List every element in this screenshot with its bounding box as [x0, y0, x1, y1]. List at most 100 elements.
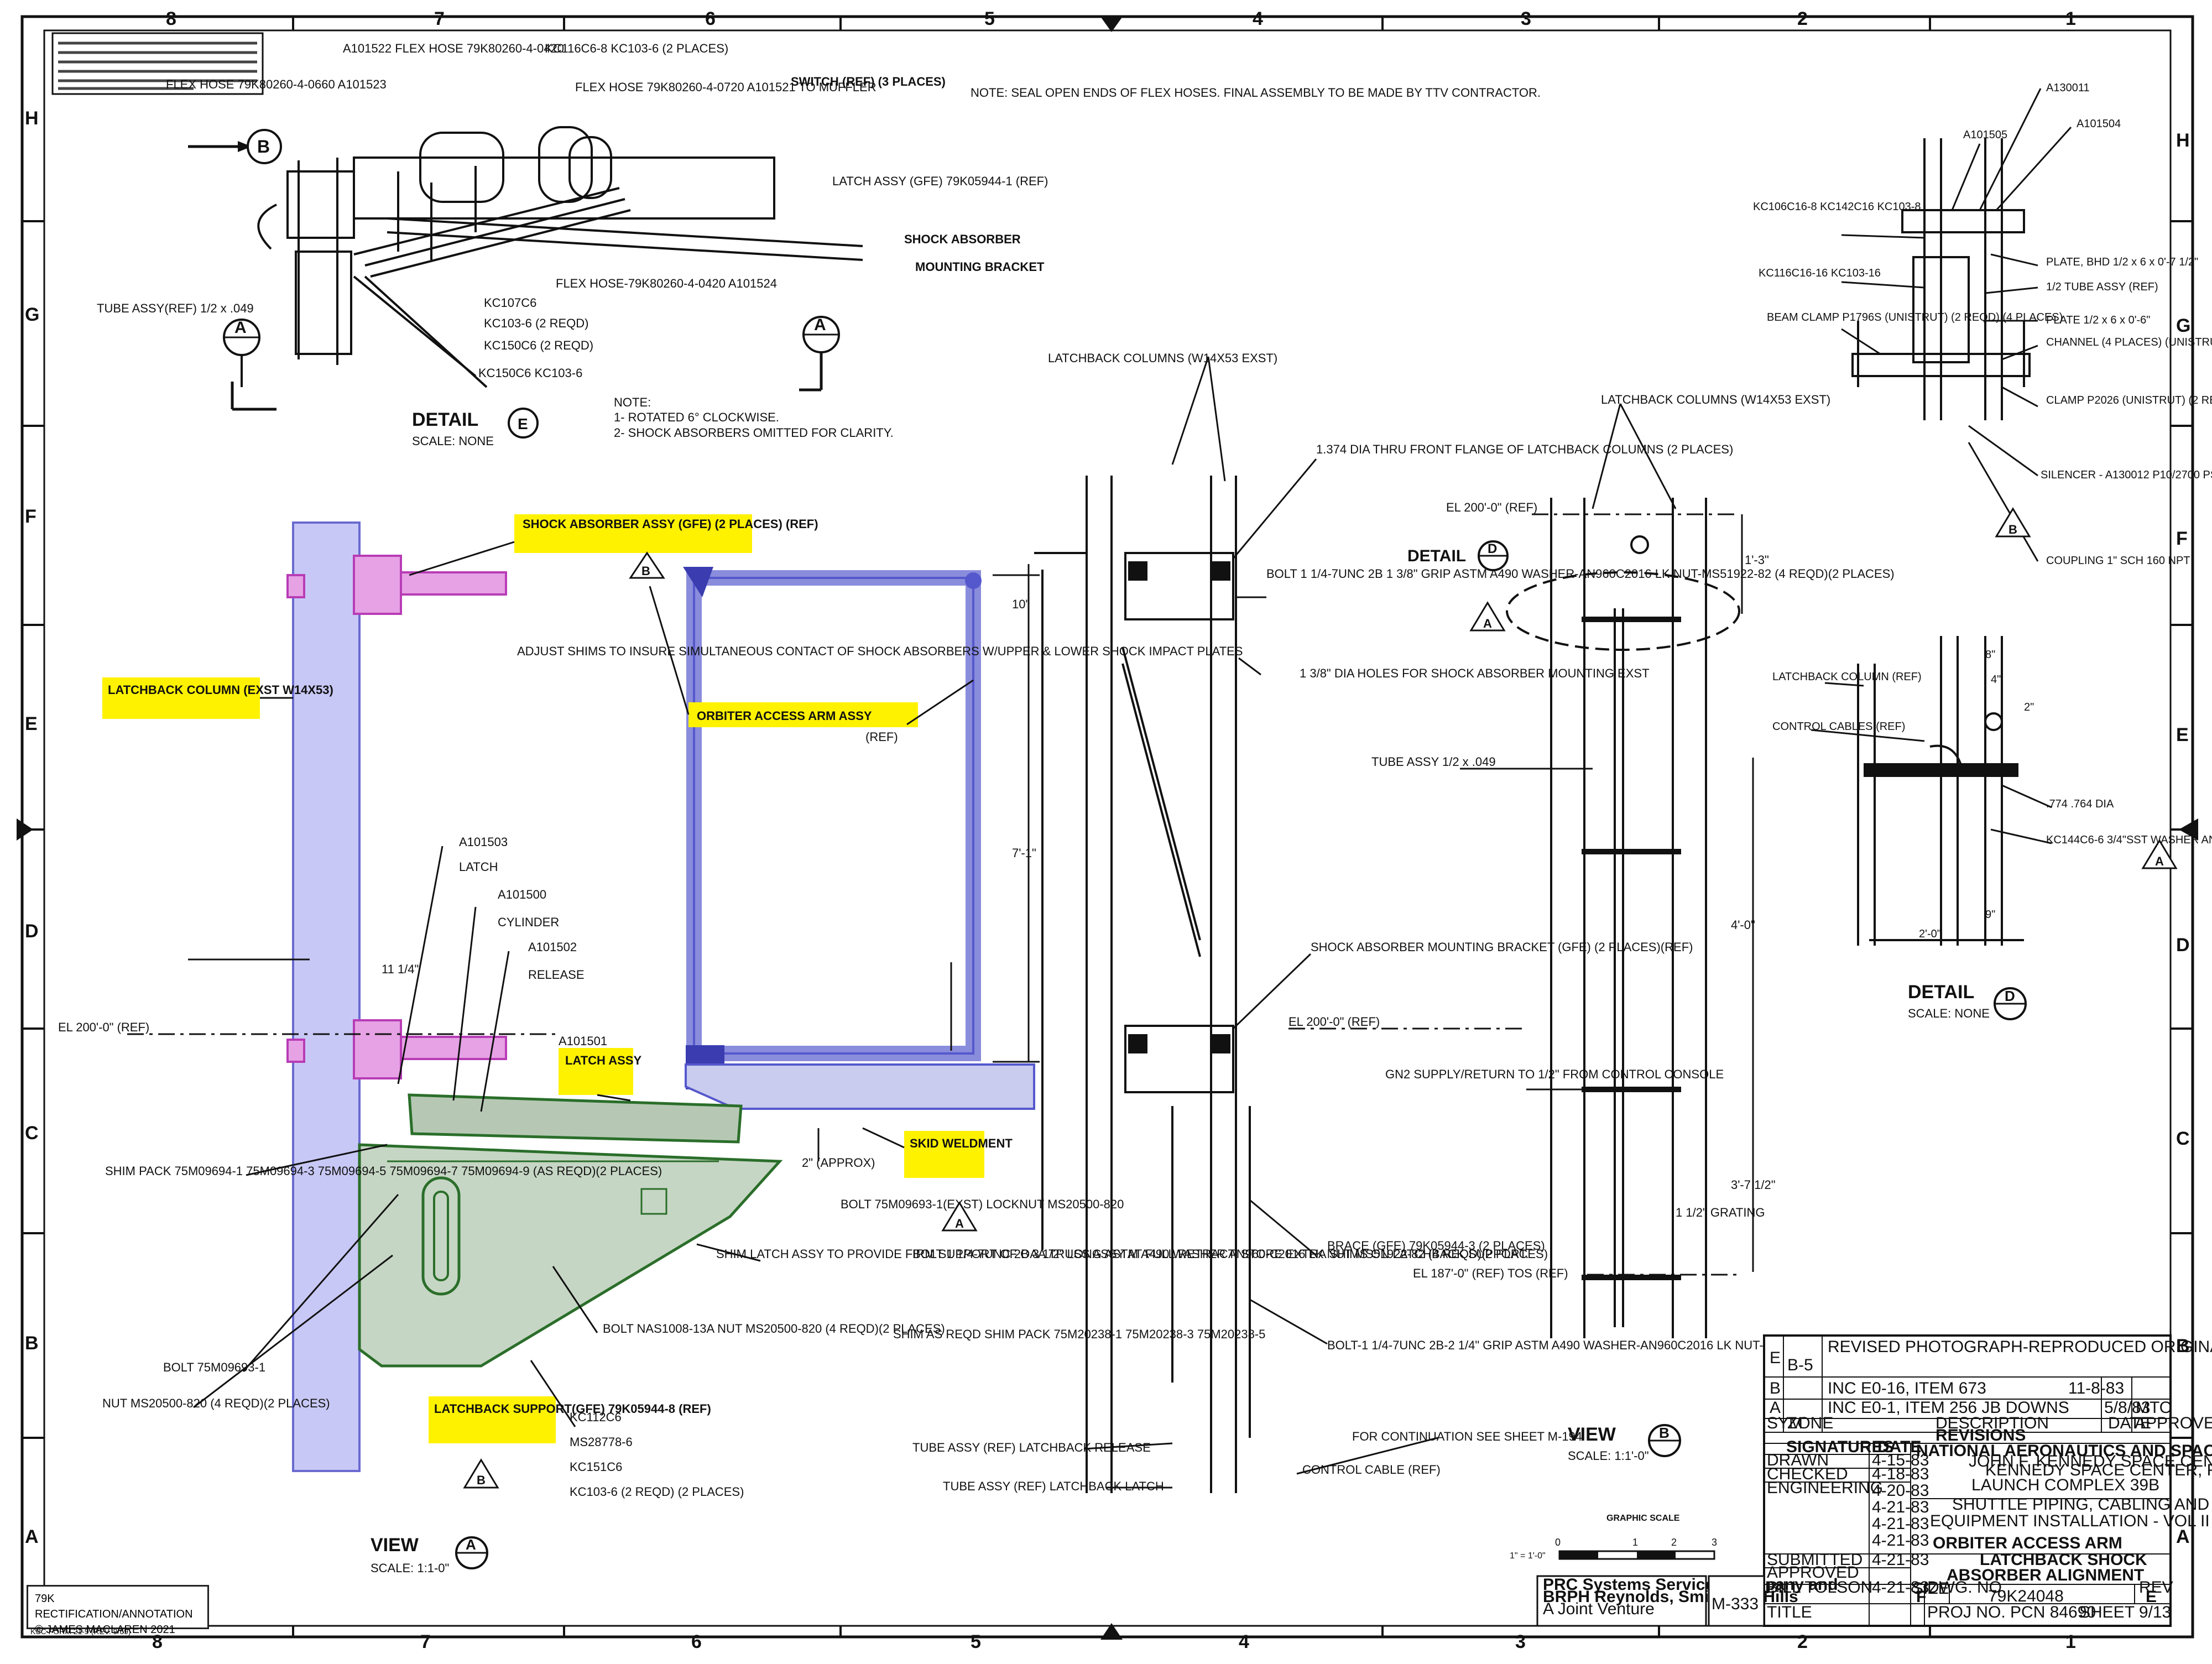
scale-tick: 0: [1555, 1537, 1561, 1548]
form-id: KSC FORM 21-9 (REV. 9/69): [30, 1627, 131, 1636]
label: TUBE ASSY(REF) 1/2 x .049: [97, 301, 254, 315]
highlight-latchback-support: LATCHBACK SUPPORT(GFE) 79K05944-8 (REF): [429, 1396, 711, 1443]
zone-col: 4: [1253, 8, 1263, 29]
label: A101500: [498, 888, 546, 901]
scale-tick: 2: [1671, 1537, 1677, 1548]
dim-label: 1'-3": [1745, 553, 1769, 567]
zone-row: H: [25, 108, 39, 129]
view-b: 1'-3" 4'-0" 3'-7 1/2" 1 1/2" GRATING A A…: [893, 351, 1910, 1561]
tb-location: KENNEDY SPACE CENTER, FLORIDA: [1985, 1461, 2212, 1479]
label: KC107C6: [484, 296, 536, 310]
detail-d-callout: DETAIL D: [1407, 540, 1509, 571]
sig-name: BILL TOLSON: [1767, 1578, 1872, 1597]
view-a-leaders: [193, 541, 974, 1427]
tb-center: JOHN F. KENNEDY SPACE CENTER, NASA: [1969, 1452, 2212, 1470]
highlight-latch-assy: LATCH ASSY: [559, 1048, 641, 1095]
highlight-text: LATCHBACK COLUMN (EXST W14X53): [108, 683, 333, 697]
annotation-box: 79K RECTIFICATION/ANNOTATION © JAMES MAC…: [27, 1585, 209, 1636]
zone-row: D: [2176, 935, 2190, 956]
label: FLEX HOSE 79K80260-4-0660 A101523: [166, 77, 387, 91]
tb-title: ABSORBER ALIGNMENT: [1947, 1566, 2144, 1584]
contractor-block: [1536, 1575, 1707, 1627]
view-b-leaders: [1083, 356, 1677, 1489]
contractor-text: A Joint Venture: [1543, 1600, 1655, 1618]
zone-col: 5: [984, 8, 995, 29]
zone-row: A: [25, 1526, 39, 1547]
view-b-bolts: [1128, 561, 1230, 1053]
label: CHANNEL (4 PLACES) (UNISTRUT) P1000 2'-3…: [2046, 336, 2212, 348]
zone-row: F: [2176, 528, 2188, 549]
signatures-grid: [1764, 1443, 2171, 1626]
center-mark-bottom: [1100, 1623, 1123, 1640]
highlight-text: LATCH ASSY: [565, 1053, 641, 1067]
view-a-title: VIEW A SCALE: 1:1-0": [371, 1535, 488, 1575]
svg-text:DETAIL: DETAIL: [1407, 547, 1466, 565]
label: CONTROL CABLE (REF): [1302, 1463, 1441, 1477]
label: BOLT 75M09693-1(EXST) LOCKNUT MS20500-82…: [841, 1197, 1124, 1211]
rev-date: 11-8-83: [2068, 1379, 2124, 1397]
tb-title: LATCHBACK SHOCK: [1980, 1551, 2147, 1569]
dim-label: 7'-1": [1012, 846, 1036, 860]
tb-rev-label: REV: [2139, 1578, 2173, 1597]
view-a-letter: A: [466, 1536, 476, 1553]
svg-text:D: D: [1488, 541, 1497, 556]
title-block: E B-5 REVISED PHOTOGRAPH-REPRODUCED ORIG…: [1536, 1334, 2212, 1627]
highlight-text: SHOCK ABSORBER ASSY (GFE) (2 PLACES) (RE…: [523, 517, 818, 531]
zone-row: A: [2176, 1526, 2190, 1547]
highlight-text: SKID WELDMENT: [910, 1136, 1013, 1150]
dim-label: 4": [1991, 674, 2001, 686]
tb-project: LAUNCH COMPLEX 39B: [1971, 1476, 2159, 1494]
label: KC150C6 (2 REQD): [484, 338, 593, 352]
label: LATCH: [459, 860, 498, 874]
rev-sym: E: [1770, 1349, 1781, 1367]
label: CYLINDER: [498, 915, 559, 929]
sig-label: SUBMITTED: [1767, 1551, 1863, 1569]
zone-row: H: [2176, 130, 2190, 151]
detail-d-scale: SCALE: NONE: [1908, 1006, 1990, 1020]
svg-text:A: A: [234, 319, 247, 337]
zone-col: 7: [420, 1631, 431, 1652]
label: MS28778-6: [570, 1435, 633, 1449]
detail-d-labels: A130011 A101505 A101504 KC106C16-8 KC142…: [1753, 82, 2212, 940]
label: A101522 FLEX HOSE 79K80260-4-0420: [343, 41, 564, 55]
rev-header: REVISIONS: [1936, 1426, 2026, 1444]
detail-e-bubble: [508, 408, 539, 439]
latchback-support-shape: [358, 1093, 783, 1368]
contractor-text: PRC Systems Services Company and: [1543, 1576, 1838, 1594]
scale-unit: 1" = 1'-0": [1510, 1551, 1546, 1561]
tb-sheet: SHEET 9/13: [2079, 1603, 2171, 1621]
sig-date: 4-18-83: [1872, 1465, 1929, 1483]
revisions-text: E B-5 REVISED PHOTOGRAPH-REPRODUCED ORIG…: [1767, 1338, 2212, 1444]
detail-e-labels: A101522 FLEX HOSE 79K80260-4-0420 FLEX H…: [97, 41, 1048, 380]
label: BOLT 75M09693-1: [163, 1360, 265, 1374]
view-b-columns: [1034, 476, 1251, 1493]
zone-columns-top: 8 7 6 5 4 3 2 1: [166, 8, 2076, 29]
zone-col: 1: [2065, 1631, 2076, 1652]
label: PLATE 1/2 x 6 x 0'-6": [2046, 314, 2150, 326]
tb-rev: E: [2146, 1588, 2157, 1606]
detail-e-scale: SCALE: NONE: [412, 434, 494, 448]
label: A101504: [2077, 118, 2121, 130]
scale-title: GRAPHIC SCALE: [1606, 1514, 1680, 1523]
detail-d-title: DETAIL D SCALE: NONE: [1908, 982, 2027, 1020]
rev-col: APPROVED: [2135, 1414, 2212, 1432]
label: KC106C16-8 KC142C16 KC103-8: [1753, 201, 1921, 213]
dim-label: 9": [1985, 909, 1995, 921]
label: SHIM PACK 75M09694-1 75M09694-3 75M09694…: [105, 1164, 662, 1178]
title-block-main: NATIONAL AERONAUTICS AND SPACE ADMINISTR…: [1912, 1442, 2212, 1621]
label: GN2 SUPPLY/RETURN TO 1/2" FROM CONTROL C…: [1385, 1067, 1724, 1081]
highlight-shock-absorber: SHOCK ABSORBER ASSY (GFE) (2 PLACES) (RE…: [514, 514, 818, 553]
rev-desc: INC E0-1, ITEM 256 JB DOWNS: [1828, 1399, 2069, 1417]
svg-text:A: A: [814, 316, 826, 334]
zone-row: E: [2176, 724, 2189, 745]
label: SHIM AS REQD SHIM PACK 75M20238-1 75M202…: [893, 1327, 1265, 1341]
view-b-dimensions: [1741, 514, 1754, 1272]
rev-date: 5/8/83: [2104, 1399, 2150, 1417]
signatures-text: SIGNATURES DATE DRAWN 4-15-83 CHECKED 4-…: [1767, 1438, 1929, 1621]
dim-label: 8": [1985, 649, 1995, 661]
label: BEAM CLAMP P1796S (UNISTRUT) (2 REQD) (4…: [1767, 311, 2063, 324]
detail-d-leaders: [1811, 88, 2072, 844]
label: KC103-6 (2 REQD) (2 PLACES): [570, 1485, 744, 1499]
flag-a-view-b: A: [941, 1201, 978, 1232]
